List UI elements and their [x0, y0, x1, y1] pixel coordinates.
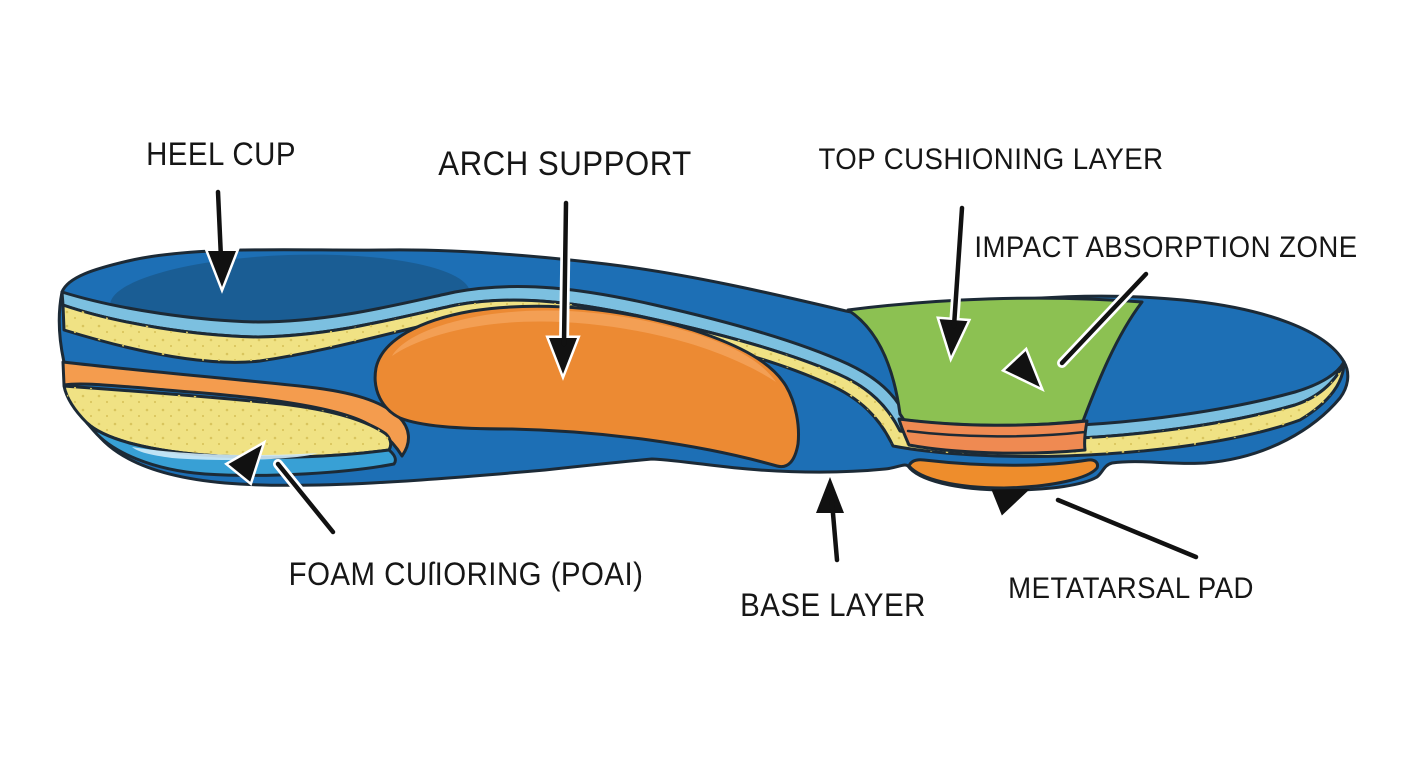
heel-orange-stripe: [61, 360, 410, 458]
cushion-stripe-speckle: [63, 300, 1344, 457]
gel-highlight: [132, 447, 318, 461]
metatarsal-pad-label: METATARSAL PAD: [1008, 572, 1254, 605]
impact-absorption-arrow: [1000, 269, 1151, 393]
impact-absorption-zone-label: IMPACT ABSORPTION ZONE: [974, 231, 1358, 264]
arch-support-label: ARCH SUPPORT: [438, 145, 692, 183]
metatarsal-pad-arrow: [991, 489, 1199, 560]
impact-zone-green-patch: [846, 296, 1144, 427]
base-layer-arrow: [816, 477, 844, 563]
base-layer-label: BASE LAYER: [740, 587, 926, 623]
arch-support-pad: [373, 304, 800, 469]
heel-cup-label: HEEL CUP: [146, 136, 296, 172]
foam-cushioning-arrow: [224, 439, 338, 537]
arch-support-arrow: [545, 198, 581, 381]
arch-support-highlight: [392, 310, 776, 382]
top-cushioning-layer-label: TOP CUSHIONING LAYER: [818, 143, 1164, 176]
foam-cushioning-label: FOAM CUſIORING (POAI): [288, 556, 644, 592]
green-patch-seam-line: [906, 429, 1087, 438]
metatarsal-pad-shape: [907, 458, 1099, 490]
top-cushioning-arrow: [936, 203, 972, 363]
heel-cup-arrow: [204, 187, 240, 294]
heel-foam-speckle: [64, 386, 391, 458]
